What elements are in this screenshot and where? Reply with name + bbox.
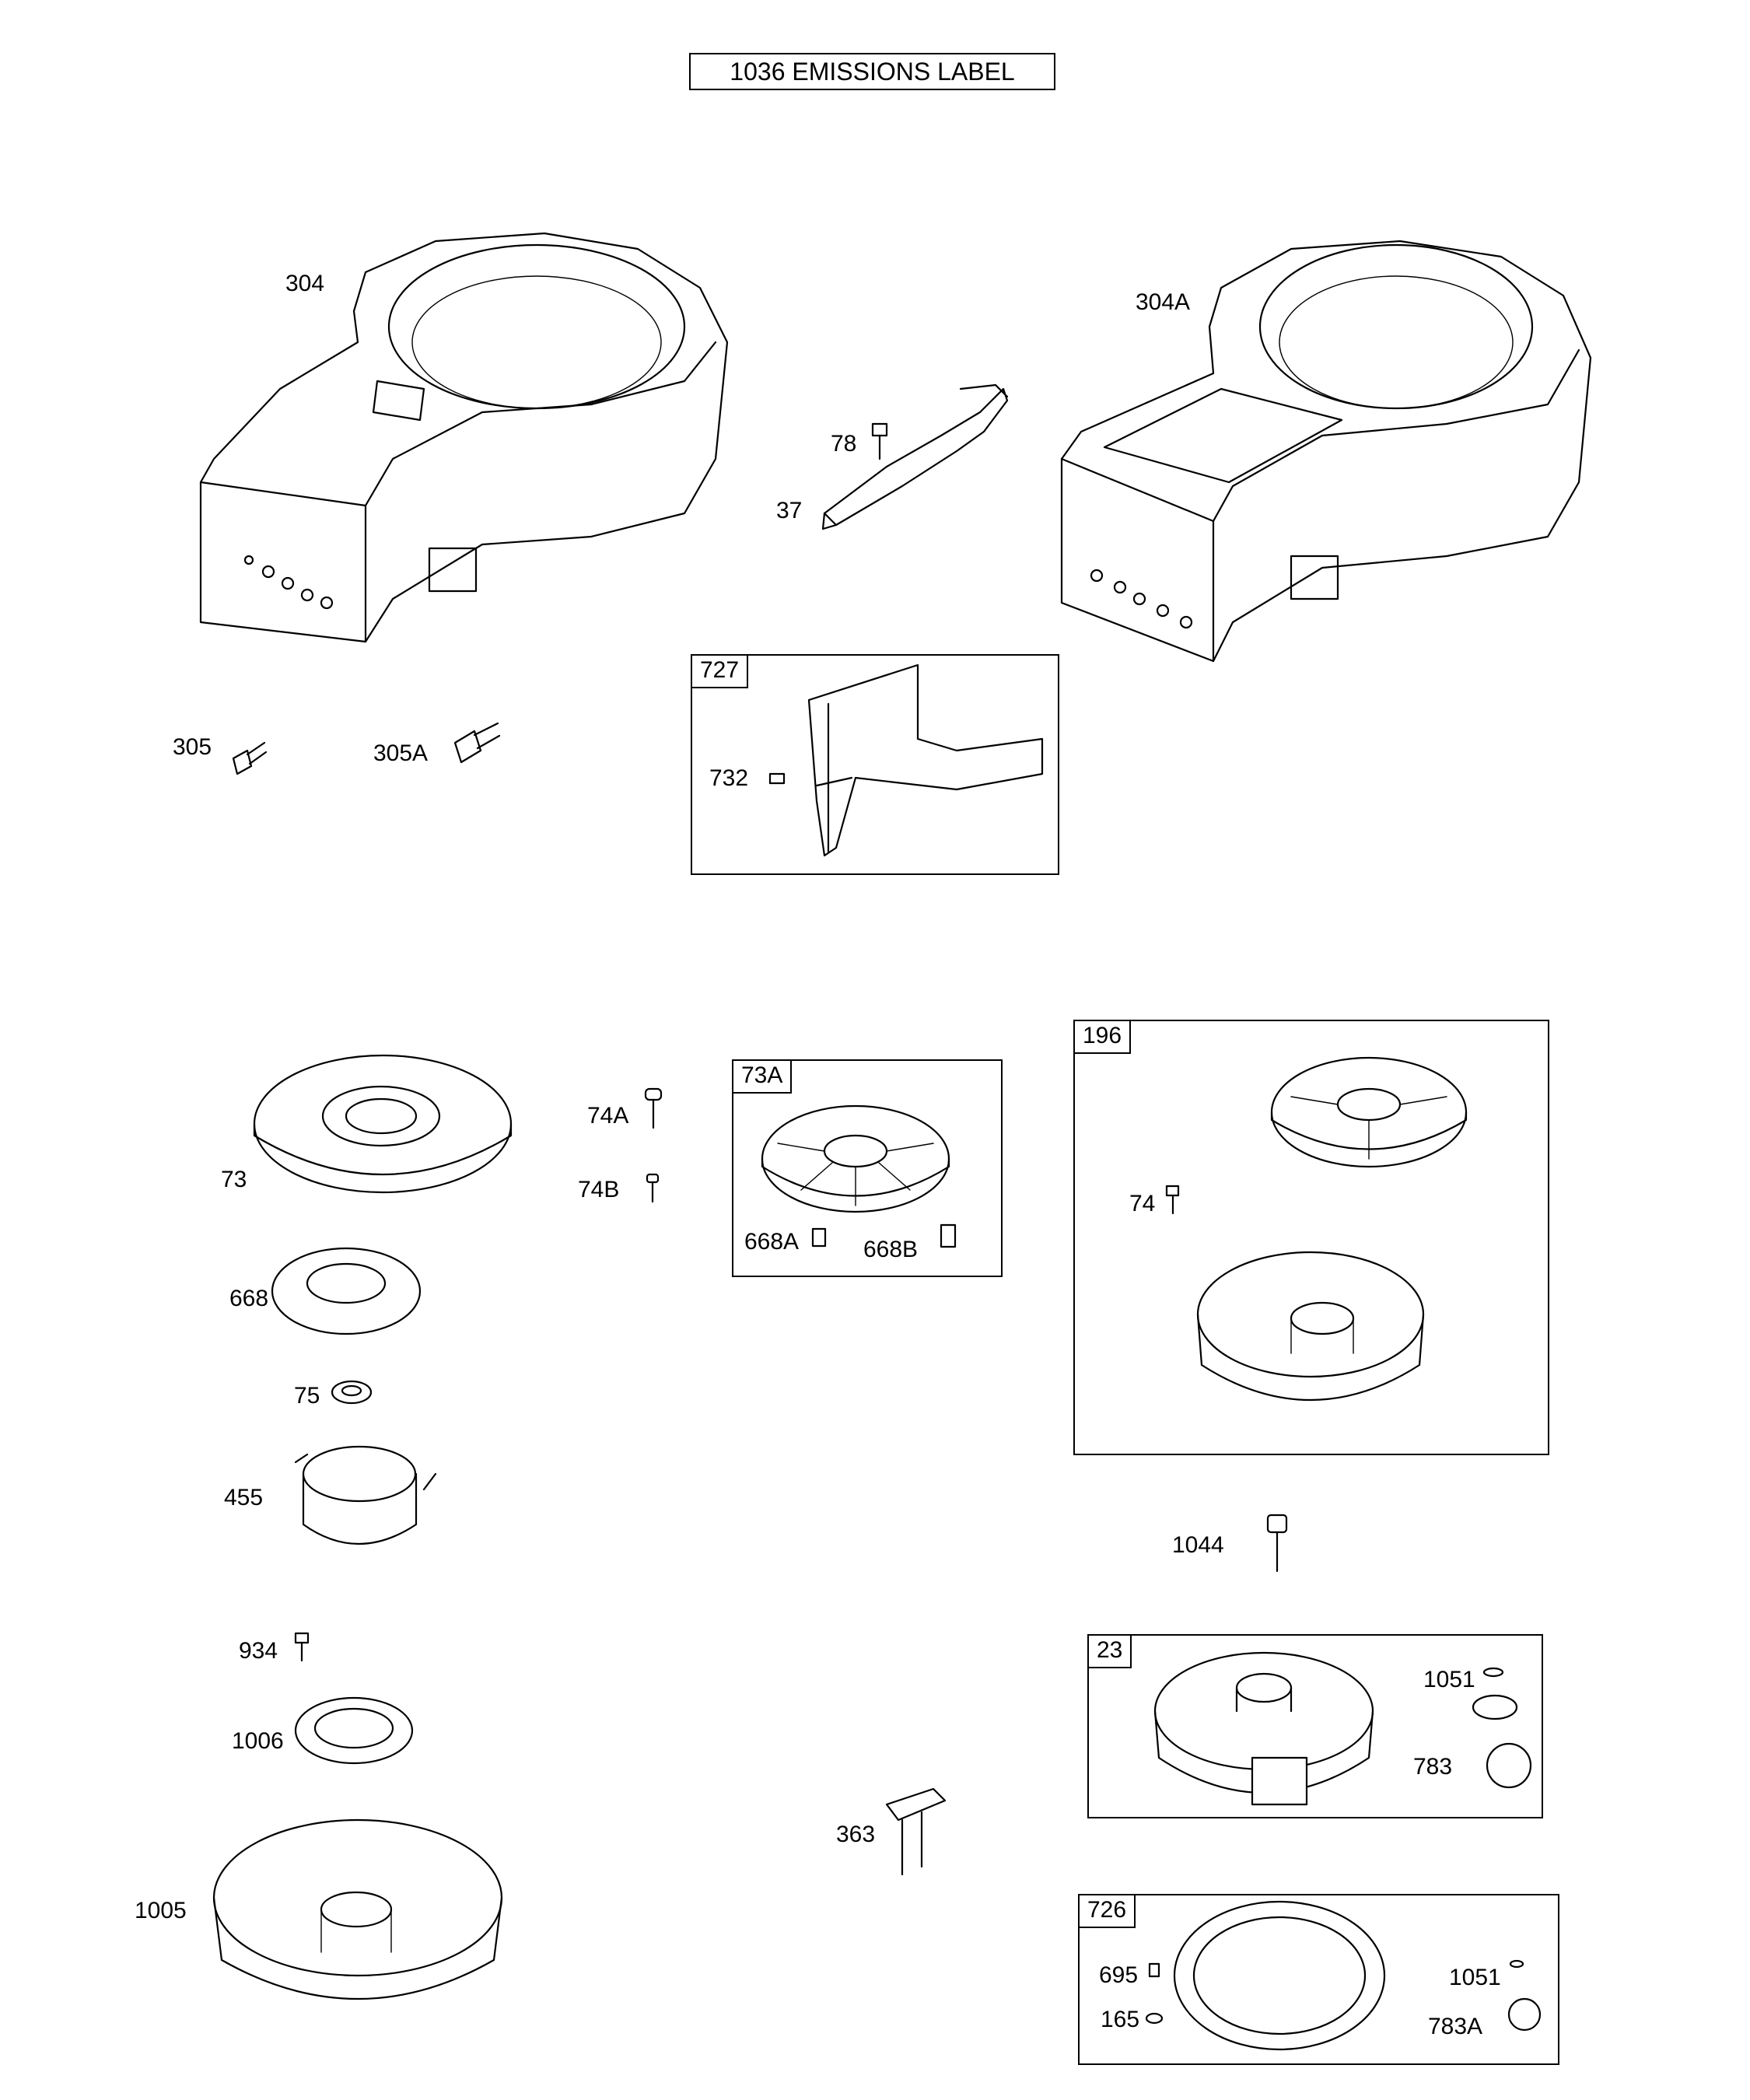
screw-934-drawing	[294, 1632, 310, 1662]
label-455: 455	[224, 1485, 264, 1510]
label-1051-a: 1051	[1423, 1667, 1475, 1692]
flywheel-assembly-196-drawing	[1165, 1056, 1468, 1402]
bolt-305A-drawing	[453, 722, 501, 764]
box-726-tag: 726	[1080, 1895, 1136, 1928]
label-1006: 1006	[232, 1728, 284, 1754]
box-23-tag: 23	[1089, 1636, 1132, 1668]
label-1005: 1005	[135, 1898, 187, 1923]
box-196-tag: 196	[1075, 1021, 1132, 1054]
blower-housing-304A-drawing	[1060, 240, 1592, 663]
label-73: 73	[221, 1167, 247, 1192]
label-305: 305	[173, 734, 212, 760]
label-783: 783	[1413, 1754, 1453, 1780]
label-363: 363	[836, 1822, 876, 1847]
box-73A-tag: 73A	[733, 1061, 793, 1094]
screw-74B-drawing	[646, 1173, 660, 1203]
blower-housing-304-drawing	[199, 232, 729, 643]
flywheel-23-drawing	[1153, 1651, 1532, 1806]
label-74A: 74A	[587, 1103, 629, 1129]
bolt-1044-drawing	[1266, 1514, 1288, 1573]
label-304A: 304A	[1136, 289, 1191, 315]
label-78: 78	[831, 431, 857, 457]
label-732: 732	[709, 765, 749, 791]
bolt-305-drawing	[232, 741, 268, 775]
screen-73-drawing	[253, 1054, 513, 1194]
cup-455-drawing	[294, 1445, 437, 1545]
label-668: 668	[229, 1286, 269, 1311]
label-668A: 668A	[744, 1229, 800, 1255]
washer-75-drawing	[331, 1380, 373, 1405]
box-196: 196	[1073, 1020, 1549, 1455]
fan-flywheel-1005-drawing	[212, 1818, 503, 2000]
box-726: 726	[1078, 1894, 1559, 2065]
screw-78-drawing	[871, 422, 888, 460]
box-73A: 73A	[732, 1059, 1003, 1277]
box-727: 727	[691, 654, 1059, 875]
ring-gear-726-drawing	[1145, 1900, 1542, 2051]
shroud-727-drawing	[768, 663, 1044, 857]
screen-73A-drawing	[761, 1104, 957, 1248]
label-695: 695	[1099, 1962, 1139, 1988]
label-668B: 668B	[863, 1237, 919, 1262]
label-783A: 783A	[1428, 2014, 1483, 2039]
label-304: 304	[285, 271, 325, 296]
air-guide-37-drawing	[821, 383, 1009, 530]
label-165: 165	[1101, 2007, 1140, 2032]
label-1051-b: 1051	[1449, 1965, 1501, 1990]
screw-74A-drawing	[644, 1087, 663, 1129]
bracket-363-drawing	[885, 1787, 947, 1876]
box-23: 23	[1087, 1634, 1543, 1818]
label-37: 37	[776, 498, 803, 523]
label-75: 75	[294, 1383, 320, 1409]
label-1044: 1044	[1172, 1532, 1224, 1558]
emissions-label-title: 1036 EMISSIONS LABEL	[689, 53, 1055, 90]
label-74: 74	[1129, 1191, 1156, 1216]
label-305A: 305A	[373, 740, 429, 766]
label-934: 934	[239, 1638, 278, 1664]
label-74B: 74B	[578, 1177, 620, 1202]
box-727-tag: 727	[692, 656, 749, 688]
plate-668-drawing	[271, 1247, 422, 1335]
ring-1006-drawing	[294, 1696, 414, 1765]
